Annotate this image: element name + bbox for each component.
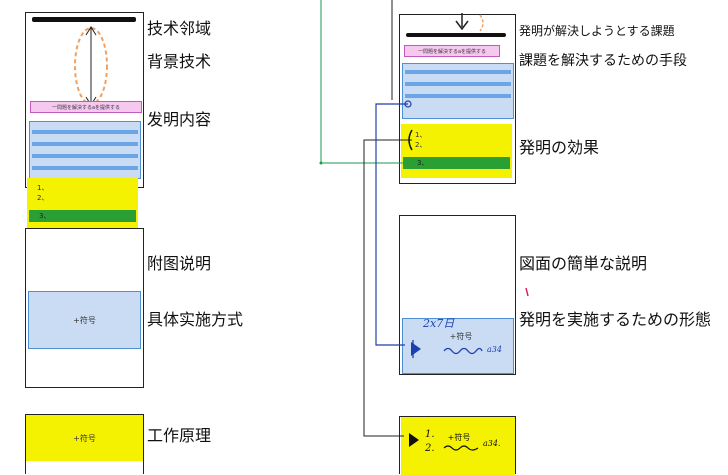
handwritten-note: 2x7日: [423, 317, 455, 330]
list-item: 1、: [37, 184, 49, 192]
left-page-3: +符号: [25, 414, 144, 474]
left-page-2: +符号: [25, 228, 144, 388]
label-problem: 発明が解決しようとする課題: [519, 24, 675, 38]
label-principle: 工作原理: [147, 426, 212, 445]
right-page-2: +符号 2x7日 a34: [399, 215, 516, 375]
principle-box: +符号: [26, 415, 143, 461]
blue-solution-box: [29, 121, 141, 179]
pink-problem-bar: 一問題を解決するaを提供する: [30, 101, 142, 113]
blue-connector: [375, 103, 408, 346]
symbol-box: +符号: [28, 291, 141, 349]
list-item: 2、: [37, 194, 49, 202]
top-bar-graphic: [406, 33, 506, 37]
label-embodiment: 具体实施方式: [147, 310, 244, 329]
bracket-arrow-icon: [411, 340, 421, 358]
green-highlight-bar: 3、: [403, 157, 510, 169]
symbol-text: +符号: [73, 433, 96, 443]
right-page-3: 1. 2. +符号 a34.: [399, 416, 516, 475]
label-effect: 発明の効果: [519, 138, 600, 157]
squiggle-underline: [443, 445, 479, 451]
green-connector: [320, 0, 406, 164]
green-highlight-bar: 3、: [29, 210, 136, 222]
squiggle-underline: [443, 347, 483, 355]
blue-solution-box: [402, 63, 514, 119]
symbol-box: +符号 2x7日 a34: [402, 317, 514, 374]
label-brief-drawings: 図面の簡単な説明: [519, 254, 648, 273]
pink-problem-bar: 一問題を解決するaを提供する: [404, 45, 500, 57]
label-embodiment-form: 発明を実施するための形態: [519, 310, 712, 329]
handwritten-list-1: 1.: [425, 429, 435, 440]
top-bar-graphic: [32, 17, 136, 22]
handwritten-list-2: 2.: [425, 443, 435, 454]
handwritten-suffix: a34: [487, 345, 502, 354]
handwritten-suffix: a34.: [483, 439, 501, 448]
yellow-list: 1、 2、: [37, 183, 48, 203]
bracket-arrow-icon: [409, 433, 419, 447]
black-connector-2: [363, 139, 412, 437]
label-invention-content: 发明内容: [147, 110, 212, 129]
list-item: 1、: [415, 131, 427, 139]
left-effect-box: 1、 2、 3、: [27, 178, 138, 228]
list-item: 2、: [415, 141, 427, 149]
yellow-list: 1、 2、: [415, 130, 426, 150]
right-effect-box: 1、 2、 3、: [401, 124, 512, 178]
list-item: 3、: [417, 159, 429, 167]
arrow-down-graphic: [455, 13, 484, 32]
list-item: 3、: [39, 212, 51, 220]
label-solution-means: 課題を解決するための手段: [519, 53, 687, 69]
principle-box: 1. 2. +符号 a34.: [401, 417, 515, 475]
label-tech-field: 技术邻域: [147, 19, 212, 38]
left-page-1: 一問題を解決するaを提供する: [25, 12, 144, 188]
symbol-text: +符号: [447, 432, 471, 442]
label-background: 背景技术: [147, 52, 212, 71]
symbol-text: +符号: [73, 315, 96, 325]
symbol-text: +符号: [449, 331, 473, 341]
label-drawings: 附图说明: [147, 254, 212, 273]
